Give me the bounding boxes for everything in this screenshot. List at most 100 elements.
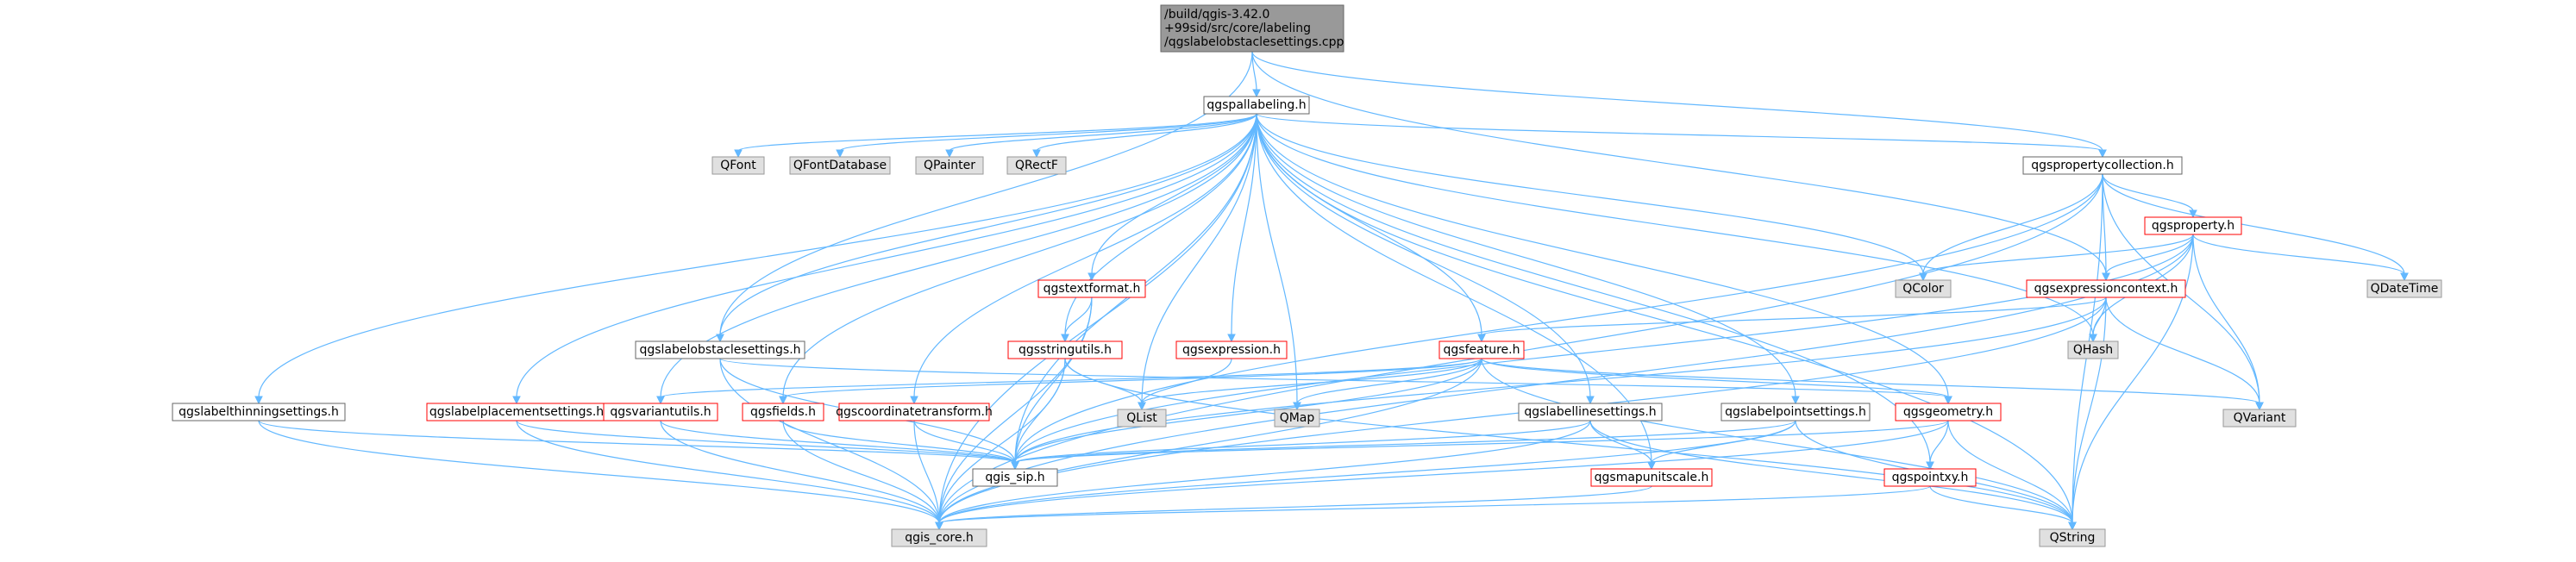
graph-node-qhash[interactable]: QHash <box>2067 340 2119 359</box>
node-label-line: qgsgeometry.h <box>1903 405 1993 419</box>
node-label-line: qgstextformat.h <box>1044 282 1141 296</box>
node-label-line: /build/qgis-3.42.0 <box>1164 8 1269 22</box>
node-label-line: qgsexpression.h <box>1182 343 1281 357</box>
graph-node-qfont[interactable]: QFont <box>711 156 765 175</box>
dependency-edge-propcoll-to-qcolor <box>1919 173 2103 282</box>
graph-node-fields[interactable]: qgsfields.h <box>742 403 824 422</box>
node-box <box>711 156 765 175</box>
dependency-edge-textformat-to-stringutils <box>1061 297 1093 343</box>
node-box <box>1883 468 1977 487</box>
dependency-edge-property-to-qstring <box>2068 234 2194 531</box>
graph-node-qstring[interactable]: QString <box>2039 528 2106 547</box>
dependency-edge-pointxy-to-qgiscore <box>935 485 1931 531</box>
graph-node-mapunitscale[interactable]: qgsmapunitscale.h <box>1590 468 1713 487</box>
node-label-line: QString <box>2050 531 2096 545</box>
graph-node-property[interactable]: qgsproperty.h <box>2144 216 2242 235</box>
graph-node-qpainter[interactable]: QPainter <box>915 156 984 175</box>
graph-node-linesettings[interactable]: qgslabellinesettings.h <box>1518 403 1663 422</box>
dependency-edge-propcoll-to-property <box>2102 173 2197 219</box>
graph-node-qrectf[interactable]: QRectF <box>1006 156 1067 175</box>
node-box <box>838 403 990 422</box>
node-label-line: QPainter <box>924 159 975 172</box>
node-box <box>891 528 987 547</box>
node-label-line: QList <box>1126 411 1157 425</box>
node-box <box>2144 216 2242 235</box>
graph-nodes: /build/qgis-3.42.0+99sid/src/core/labeli… <box>172 4 2442 547</box>
node-box <box>915 156 984 175</box>
node-label-line: qgsfeature.h <box>1444 343 1520 357</box>
node-box <box>1720 403 1871 422</box>
graph-node-geometry[interactable]: qgsgeometry.h <box>1895 403 2002 422</box>
node-label-line: qgsexpressioncontext.h <box>2034 282 2178 296</box>
graph-node-qcolor[interactable]: QColor <box>1895 279 1952 298</box>
graph-node-exprcontext[interactable]: qgsexpressioncontext.h <box>2026 279 2186 298</box>
node-label-line: QHash <box>2073 343 2113 357</box>
dependency-edge-variantutils-to-qgiscore <box>660 420 943 531</box>
node-box <box>1590 468 1713 487</box>
graph-node-qfontdatabase[interactable]: QFontDatabase <box>789 156 891 175</box>
node-label-line: qgslabelobstaclesettings.h <box>639 343 800 357</box>
graph-node-propcoll[interactable]: qgspropertycollection.h <box>2022 156 2183 175</box>
graph-node-variantutils[interactable]: qgsvariantutils.h <box>603 403 718 422</box>
dependency-edge-pallabeling-to-qrectf <box>1032 113 1257 159</box>
dependency-edge-pallabeling-to-qgiscore <box>935 113 1257 531</box>
node-label-line: qgsstringutils.h <box>1018 343 1112 357</box>
node-label-line: qgsvariantutils.h <box>610 405 711 419</box>
node-box <box>1203 96 1310 115</box>
node-label-line: qgis_core.h <box>905 531 974 545</box>
dependency-edge-pallabeling-to-linesettings <box>1256 113 1595 405</box>
dependency-edge-fields-to-qgissip <box>782 420 1019 471</box>
dependency-edge-pallabeling-to-thinning <box>254 113 1257 405</box>
node-label-line: qgslabelthinningsettings.h <box>179 405 339 419</box>
node-box <box>172 403 346 422</box>
graph-node-textformat[interactable]: qgstextformat.h <box>1037 279 1146 298</box>
node-box <box>1274 409 1320 428</box>
node-label-line: qgslabellinesettings.h <box>1524 405 1656 419</box>
dependency-edge-pointxy-to-qstring <box>1929 485 2077 531</box>
dependency-edge-feature-to-qlist <box>1138 358 1482 411</box>
dependency-edge-pointsettings-to-mapunitscale <box>1647 420 1796 471</box>
dependency-edge-root-to-propcoll <box>1251 51 2107 159</box>
graph-node-qgiscore[interactable]: qgis_core.h <box>891 528 987 547</box>
graph-node-pointxy[interactable]: qgspointxy.h <box>1883 468 1977 487</box>
graph-node-thinning[interactable]: qgslabelthinningsettings.h <box>172 403 346 422</box>
graph-node-feature[interactable]: qgsfeature.h <box>1438 340 1525 359</box>
dependency-edge-pallabeling-to-qmap <box>1256 113 1301 411</box>
graph-node-placement[interactable]: qgslabelplacementsettings.h <box>426 403 607 422</box>
node-box <box>1518 403 1663 422</box>
node-label-line: qgslabelplacementsettings.h <box>429 405 604 419</box>
dependency-edge-mapunitscale-to-qgiscore <box>935 485 1652 531</box>
graph-node-expression[interactable]: qgsexpression.h <box>1175 340 1288 359</box>
node-label-line: QVariant <box>2234 411 2286 425</box>
graph-node-pallabeling[interactable]: qgspallabeling.h <box>1203 96 1310 115</box>
graph-node-root[interactable]: /build/qgis-3.42.0+99sid/src/core/labeli… <box>1160 4 1344 53</box>
node-label-line: qgsmapunitscale.h <box>1595 471 1709 484</box>
dependency-edge-root-to-exprcontext <box>1251 51 2110 282</box>
node-box <box>2022 156 2183 175</box>
graph-node-qvariant[interactable]: QVariant <box>2222 409 2297 428</box>
graph-node-qlist[interactable]: QList <box>1117 409 1167 428</box>
graph-node-coordtransform[interactable]: qgscoordinatetransform.h <box>836 403 993 422</box>
node-label-line: QColor <box>1902 282 1944 296</box>
dependency-edge-property-to-qcolor <box>1919 234 2194 282</box>
node-label-line: +99sid/src/core/labeling <box>1164 22 1311 35</box>
graph-node-qmap[interactable]: QMap <box>1274 409 1320 428</box>
dependency-edge-pallabeling-to-coordtransform <box>910 113 1257 405</box>
dependency-edge-placement-to-qgissip <box>516 420 1019 471</box>
graph-node-stringutils[interactable]: qgsstringutils.h <box>1007 340 1123 359</box>
node-label-line: qgspallabeling.h <box>1207 98 1306 112</box>
graph-node-obstacle[interactable]: qgslabelobstaclesettings.h <box>635 340 805 359</box>
graph-node-pointsettings[interactable]: qgslabelpointsettings.h <box>1720 403 1871 422</box>
graph-node-qgissip[interactable]: qgis_sip.h <box>972 468 1058 487</box>
dependency-edge-exprcontext-to-feature <box>1477 297 2107 343</box>
node-box <box>1175 340 1288 359</box>
node-label-line: QDateTime <box>2371 282 2439 296</box>
node-box <box>1007 340 1123 359</box>
node-label-line: /qgslabelobstaclesettings.cpp <box>1164 35 1344 49</box>
dependency-edge-property-to-qvariant <box>2192 234 2264 411</box>
node-box <box>2067 340 2119 359</box>
dependency-edge-pallabeling-to-textformat <box>1087 113 1257 282</box>
graph-node-qdatetime[interactable]: QDateTime <box>2366 279 2442 298</box>
dependency-edge-feature-to-geometry <box>1481 358 1952 405</box>
node-label-line: qgsproperty.h <box>2152 219 2234 233</box>
